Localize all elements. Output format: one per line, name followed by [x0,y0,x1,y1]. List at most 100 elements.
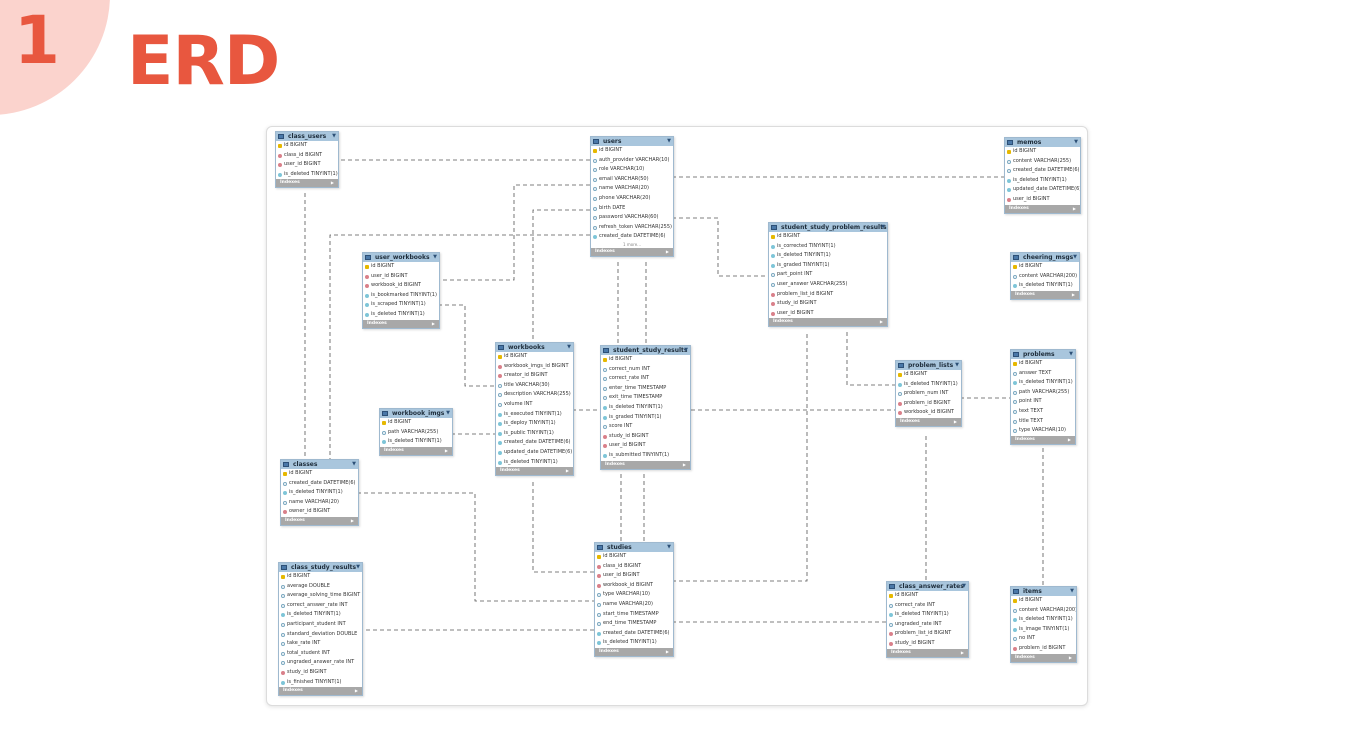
indexes-bar[interactable]: Indexes▶ [601,460,690,469]
indexes-bar[interactable]: Indexes▶ [1011,290,1079,299]
indexes-bar[interactable]: Indexes▶ [896,417,961,426]
table-header[interactable]: student_study_results▼ [601,346,690,355]
indexes-bar[interactable]: Indexes▶ [887,648,968,657]
indexes-bar[interactable]: Indexes▶ [279,687,362,696]
indexes-bar[interactable]: Indexes▶ [1005,204,1080,213]
column-definition: created_date DATETIME(6) [599,233,666,240]
expand-indexes-icon[interactable]: ▶ [431,320,435,326]
expand-arrow-icon[interactable]: ▼ [1073,254,1077,260]
column-icon [593,225,597,230]
expand-indexes-icon[interactable]: ▶ [354,688,358,694]
expand-indexes-icon[interactable]: ▶ [960,649,964,655]
column-icon [603,453,607,458]
expand-indexes-icon[interactable]: ▶ [1072,205,1076,211]
more-columns-label[interactable]: 1 more... [623,241,641,247]
table-header[interactable]: memos▼ [1005,138,1080,147]
table-header[interactable]: workbook_imgs▼ [380,409,452,418]
indexes-bar[interactable]: Indexes ▶ [595,647,673,656]
indexes-bar[interactable]: Indexes▶ [769,318,887,327]
expand-indexes-icon[interactable]: ▶ [953,418,957,424]
expand-indexes-icon[interactable]: ▶ [350,517,354,523]
expand-indexes-icon[interactable]: ▶ [879,319,883,325]
table-icon [603,348,609,353]
indexes-bar[interactable]: Indexes▶ [1011,653,1076,662]
table-header[interactable]: studies▼ [595,543,673,552]
table-header[interactable]: class_answer_rates▼ [887,582,968,591]
table-header[interactable]: problem_lists▼ [896,361,961,370]
table-header[interactable]: user_workbooks▼ [363,253,439,262]
expand-arrow-icon[interactable]: ▼ [332,133,336,139]
indexes-bar[interactable]: Indexes▶ [363,319,439,328]
table-column: phone VARCHAR(20) [591,194,673,204]
table-header[interactable]: student_study_problem_results▼ [769,223,887,232]
expand-arrow-icon[interactable]: ▼ [684,347,688,353]
expand-arrow-icon[interactable]: ▼ [667,544,671,550]
expand-indexes-icon[interactable]: ▶ [1071,291,1075,297]
expand-arrow-icon[interactable]: ▼ [962,583,966,589]
table-column: is_deleted TINYINT(1) [896,380,961,390]
table-column: is_deleted TINYINT(1) [363,310,439,320]
expand-indexes-icon[interactable]: ▶ [682,461,686,467]
table-column: study_id BIGINT [279,668,362,678]
expand-arrow-icon[interactable]: ▼ [1069,351,1073,357]
expand-indexes-icon[interactable]: ▶ [565,468,569,474]
indexes-label: Indexes [599,648,619,654]
table-icon [771,225,777,230]
indexes-bar[interactable]: Indexes▶ [276,179,338,188]
column-definition: is_deleted TINYINT(1) [504,458,558,465]
table-column: correct_num INT [601,365,690,375]
expand-arrow-icon[interactable]: ▼ [1074,139,1078,145]
expand-arrow-icon[interactable]: ▼ [433,254,437,260]
table-header[interactable]: classes▼ [281,460,358,469]
expand-indexes-icon[interactable]: ▶ [444,447,448,453]
indexes-bar[interactable]: Indexes▶ [496,467,573,476]
expand-arrow-icon[interactable]: ▼ [881,224,885,230]
expand-arrow-icon[interactable]: ▼ [352,461,356,467]
expand-indexes-icon[interactable]: ▶ [330,180,334,186]
expand-arrow-icon[interactable]: ▼ [567,344,571,350]
expand-indexes-icon[interactable]: ▶ [1068,654,1072,660]
indexes-bar[interactable]: Indexes▶ [380,446,452,455]
table-header[interactable]: class_study_results▼ [279,563,362,572]
table-column: user_id BIGINT [363,272,439,282]
table-column: user_id BIGINT [276,160,338,170]
indexes-bar[interactable]: Indexes▶ [591,247,673,256]
section-number: 1 [14,2,60,79]
column-definition: text TEXT [1019,407,1044,414]
expand-indexes-icon[interactable]: ▶ [665,248,669,254]
table-header[interactable]: class_users▼ [276,132,338,141]
table-header[interactable]: cheering_msgs▼ [1011,253,1079,262]
expand-indexes-icon[interactable]: ▶ [665,648,669,654]
expand-arrow-icon[interactable]: ▼ [667,138,671,144]
indexes-bar[interactable]: Indexes▶ [281,516,358,525]
expand-arrow-icon[interactable]: ▼ [356,564,360,570]
column-icon [281,680,285,685]
expand-arrow-icon[interactable]: ▼ [955,362,959,368]
indexes-bar[interactable]: Indexes▶ [1011,435,1075,444]
table-column: created_date DATETIME(6) [496,438,573,448]
table-header[interactable]: items▼ [1011,587,1076,596]
expand-arrow-icon[interactable]: ▼ [1070,588,1074,594]
table-header[interactable]: workbooks▼ [496,343,573,352]
table-header[interactable]: problems▼ [1011,350,1075,359]
expand-indexes-icon[interactable]: ▶ [1067,436,1071,442]
table-header[interactable]: users▼ [591,137,673,146]
table-column: id BIGINT [363,262,439,272]
expand-arrow-icon[interactable]: ▼ [446,410,450,416]
